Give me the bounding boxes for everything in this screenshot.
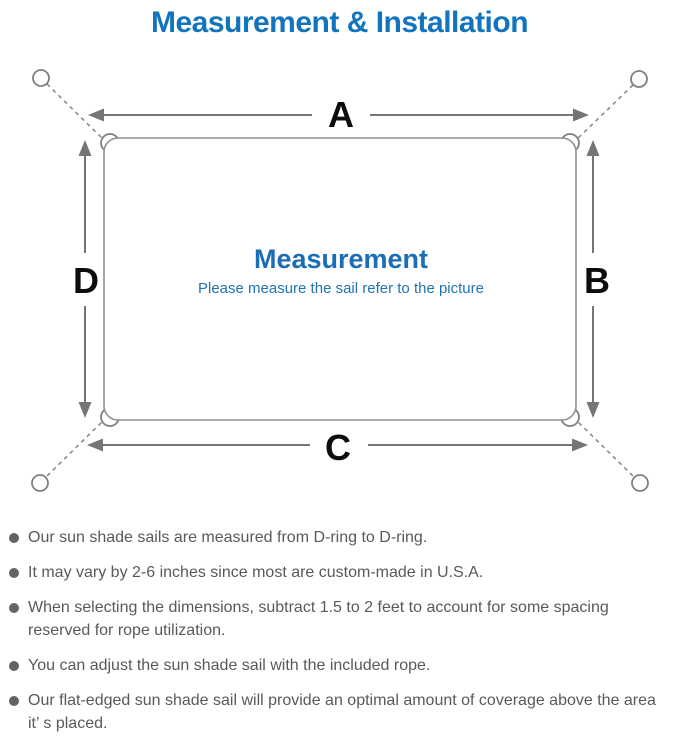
arrowhead-left-icon	[88, 108, 104, 122]
anchor-circles	[31, 69, 649, 492]
arrowhead-right-icon	[573, 108, 589, 122]
measurement-installation-page: Measurement & Installation	[0, 6, 679, 739]
dimension-label-b: B	[584, 260, 610, 301]
note-text: Our flat-edged sun shade sail will provi…	[28, 692, 656, 732]
sail-rectangle	[103, 137, 577, 421]
note-text: It may vary by 2-6 inches since most are…	[28, 564, 484, 581]
arrowhead-down-icon	[78, 402, 92, 418]
list-item: It may vary by 2-6 inches since most are…	[0, 561, 671, 584]
note-text: When selecting the dimensions, subtract …	[28, 599, 609, 639]
bullet-dot-icon	[9, 603, 19, 613]
dimension-a	[88, 108, 589, 122]
bullet-dot-icon	[9, 661, 19, 671]
arrowhead-up-icon	[78, 140, 92, 156]
dimension-label-d: D	[73, 260, 99, 301]
arrowhead-left-icon	[87, 438, 103, 452]
list-item: You can adjust the sun shade sail with t…	[0, 654, 671, 677]
notes-list: Our sun shade sails are measured from D-…	[0, 500, 679, 735]
bullet-dot-icon	[9, 568, 19, 578]
diagram-center-subtitle: Please measure the sail refer to the pic…	[198, 280, 484, 297]
anchor-circle-top-left	[32, 69, 50, 87]
list-item: Our flat-edged sun shade sail will provi…	[0, 689, 671, 735]
anchor-circle-top-right	[630, 70, 648, 88]
dimension-c	[87, 438, 588, 452]
anchor-circle-bottom-left	[31, 474, 49, 492]
dimension-b	[586, 140, 600, 418]
dimension-label-c: C	[325, 427, 351, 468]
diagram-center-title: Measurement	[254, 244, 428, 274]
arrowhead-up-icon	[586, 140, 600, 156]
dimension-label-a: A	[328, 94, 354, 135]
note-text: You can adjust the sun shade sail with t…	[28, 657, 431, 674]
list-item: Our sun shade sails are measured from D-…	[0, 526, 671, 549]
dimension-d	[78, 140, 92, 418]
arrowhead-down-icon	[586, 402, 600, 418]
note-text: Our sun shade sails are measured from D-…	[28, 529, 428, 546]
arrowhead-right-icon	[572, 438, 588, 452]
list-item: When selecting the dimensions, subtract …	[0, 596, 671, 642]
bullet-dot-icon	[9, 696, 19, 706]
page-title: Measurement & Installation	[150, 6, 529, 39]
rope-dashed-lines	[45, 83, 635, 478]
bullet-dot-icon	[9, 533, 19, 543]
measurement-diagram: A C D B Measurement Please measure the s…	[31, 69, 649, 492]
anchor-circle-bottom-right	[631, 474, 649, 492]
